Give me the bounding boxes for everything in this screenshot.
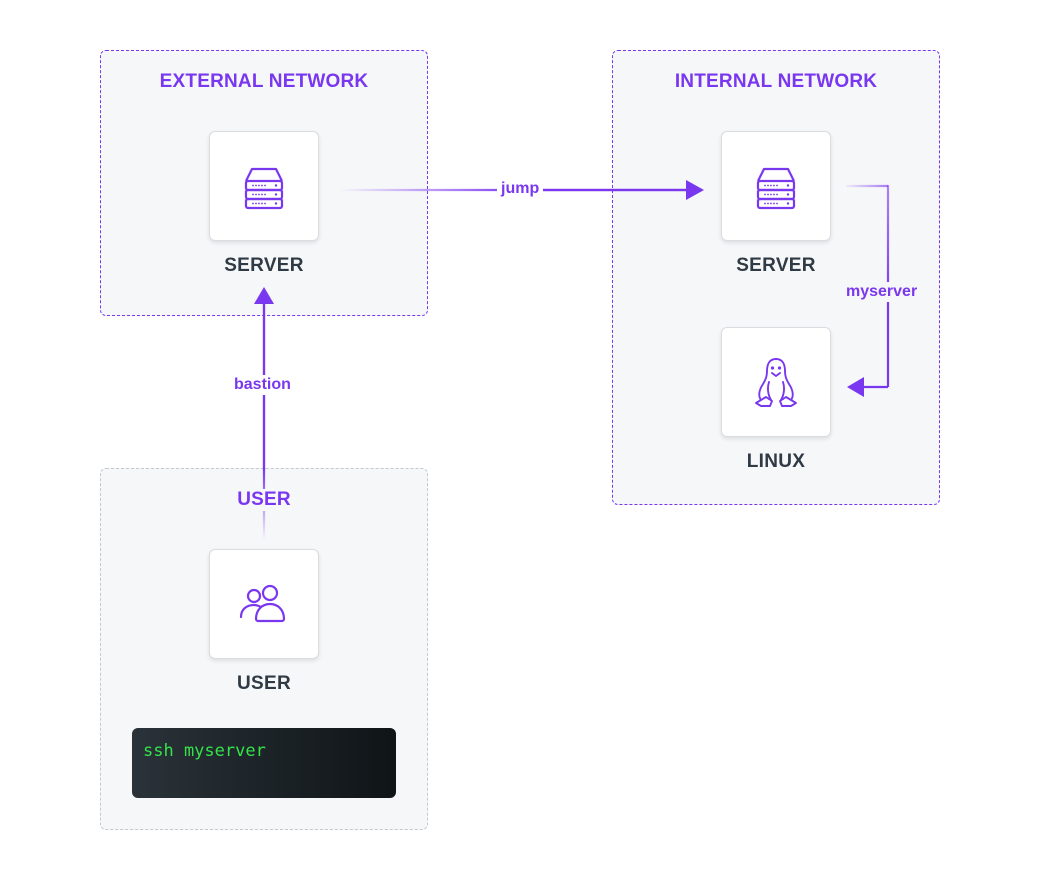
linux-node[interactable] bbox=[721, 327, 831, 437]
terminal-command: ssh myserver bbox=[143, 741, 266, 761]
external-network-title: EXTERNAL NETWORK bbox=[159, 71, 369, 92]
tux-penguin-icon bbox=[755, 358, 797, 407]
user-node[interactable] bbox=[209, 549, 319, 659]
server-icon bbox=[244, 167, 284, 210]
server-icon bbox=[756, 167, 796, 210]
user-label: USER bbox=[237, 673, 291, 694]
external-server-node[interactable] bbox=[209, 131, 319, 241]
myserver-label: myserver bbox=[842, 282, 922, 302]
linux-label: LINUX bbox=[746, 451, 806, 472]
external-network-zone: EXTERNAL NETWORK bbox=[100, 50, 428, 316]
internal-server-label: SERVER bbox=[736, 255, 816, 276]
bastion-label: bastion bbox=[230, 375, 295, 395]
external-server-label: SERVER bbox=[224, 255, 304, 276]
jump-label: jump bbox=[497, 179, 544, 199]
internal-server-node[interactable] bbox=[721, 131, 831, 241]
terminal-window: ssh myserver bbox=[132, 728, 396, 798]
users-icon bbox=[239, 584, 286, 623]
user-zone-title: USER bbox=[230, 489, 298, 511]
internal-network-title: INTERNAL NETWORK bbox=[674, 71, 878, 92]
